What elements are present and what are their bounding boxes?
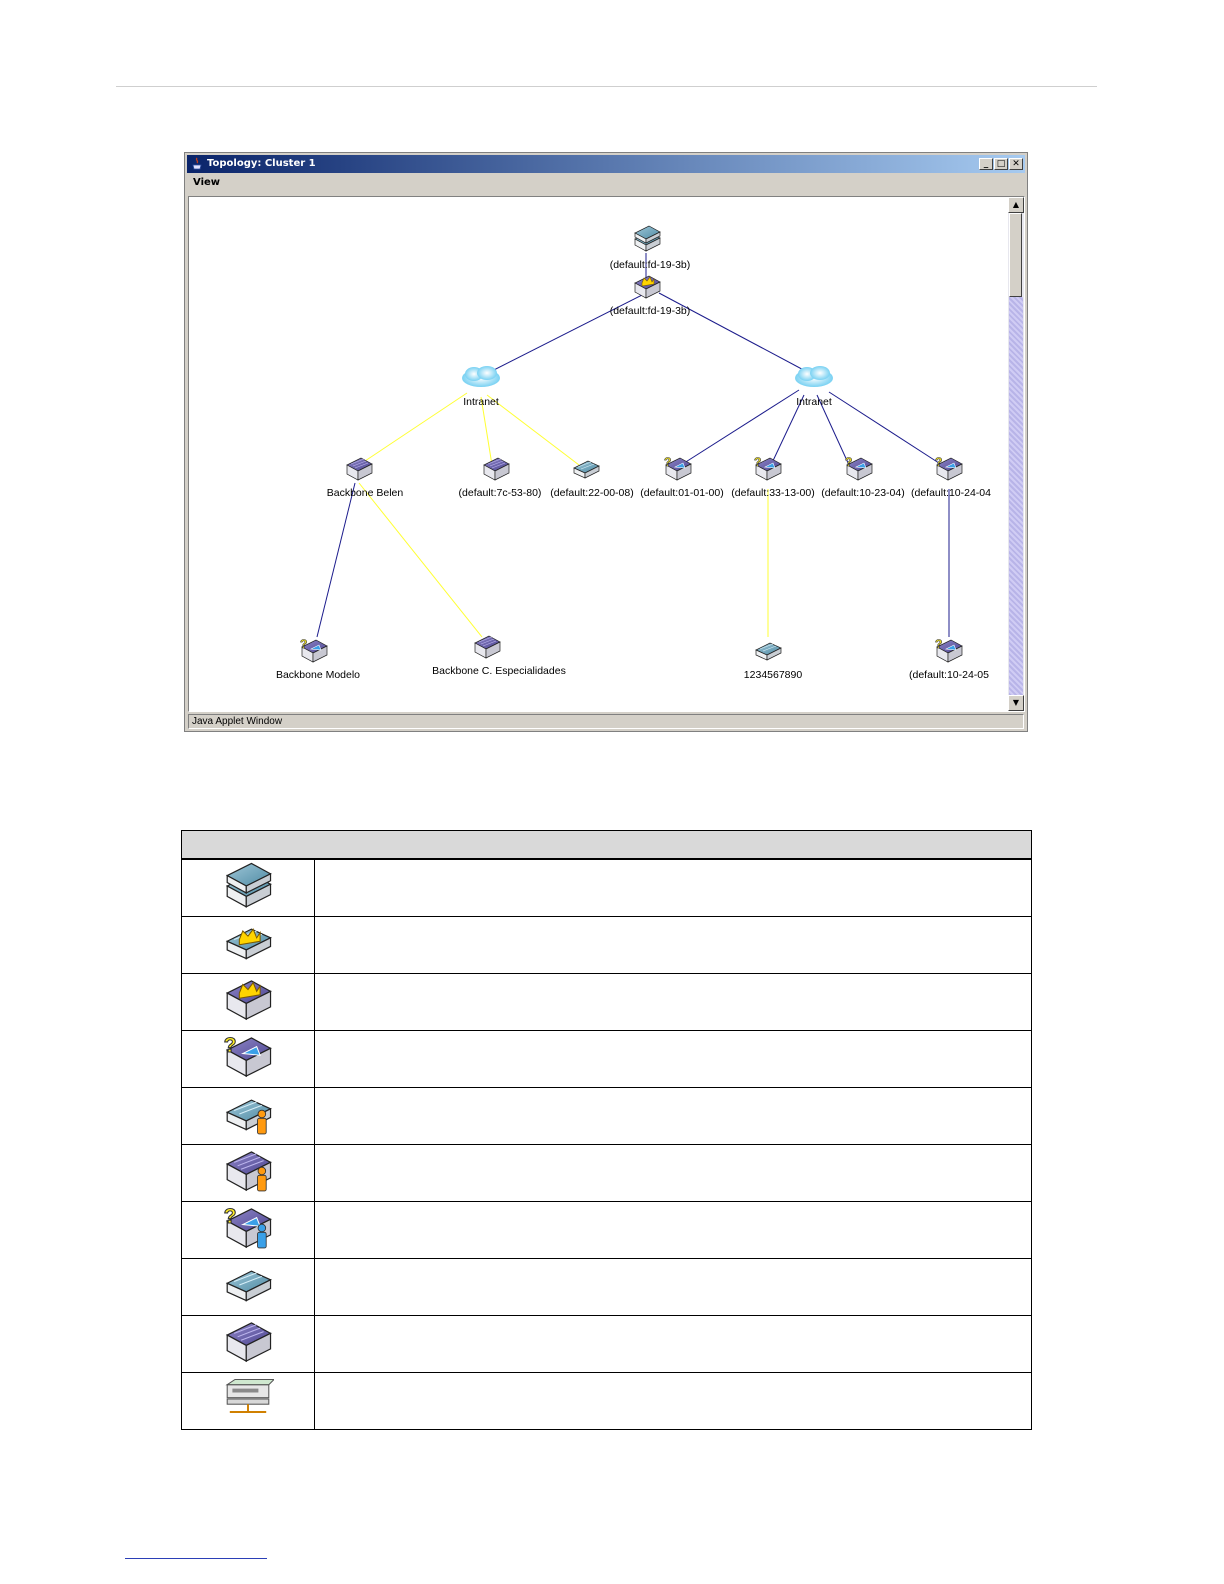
candidate-switch-icon <box>222 1032 274 1082</box>
node-label: (default:22-00-08) <box>550 487 633 499</box>
legend-description <box>314 1087 1032 1145</box>
legend-description <box>314 916 1032 974</box>
node-label: (default:10-24-04 <box>911 487 991 499</box>
node-10-23-04[interactable]: (default:10-23-04) <box>821 455 905 499</box>
node-label: Intranet <box>463 396 499 408</box>
node-label: Backbone Modelo <box>276 669 360 681</box>
layer2-commander-switch-icon <box>222 928 274 968</box>
scroll-up-icon: ▲ <box>1012 200 1020 209</box>
legend-description <box>314 1372 1032 1430</box>
legend-icon-cell <box>181 1258 315 1316</box>
node-label: (default:10-24-05 <box>909 669 989 681</box>
end-node-icon <box>225 1378 276 1413</box>
vertical-scrollbar[interactable]: ▲ ▼ <box>1008 197 1024 711</box>
legend-description <box>314 1201 1032 1259</box>
close-button[interactable]: ✕ <box>1009 158 1023 170</box>
node-backbone-belen[interactable]: Backbone Belen <box>327 457 404 499</box>
node-7c-53-80[interactable]: (default:7c-53-80) <box>459 457 542 499</box>
window-title: Topology: Cluster 1 <box>207 158 316 169</box>
status-bar: Java Applet Window <box>188 714 1024 729</box>
node-10-24-05[interactable]: (default:10-24-05 <box>909 637 989 681</box>
table-row <box>181 858 1032 917</box>
legend-description <box>314 1258 1032 1316</box>
table-row <box>181 1315 1032 1373</box>
legend-description <box>314 973 1032 1031</box>
scroll-up-button[interactable]: ▲ <box>1008 197 1024 213</box>
node-label: (default:fd-19-3b) <box>610 305 691 317</box>
legend-description <box>314 1315 1032 1373</box>
table-row <box>181 1144 1032 1202</box>
icon-legend-table <box>181 830 1032 1430</box>
scroll-down-icon: ▼ <box>1012 698 1020 707</box>
legend-description <box>314 858 1032 917</box>
node-label: (default:10-23-04) <box>821 487 904 499</box>
maximize-button[interactable]: □ <box>994 158 1008 170</box>
node-33-13-00[interactable]: (default:33-13-00) <box>731 455 815 499</box>
topology-graph: ? <box>276 225 991 681</box>
topology-links <box>316 253 950 638</box>
table-row <box>181 1201 1032 1259</box>
table-row <box>181 1087 1032 1145</box>
node-backbone-modelo[interactable]: Backbone Modelo <box>276 637 360 681</box>
menu-bar: View <box>187 174 1025 194</box>
table-row <box>181 916 1032 974</box>
scroll-track[interactable] <box>1009 297 1023 695</box>
node-cloud-right[interactable]: Intranet <box>795 366 833 408</box>
node-1234567890[interactable]: 1234567890 <box>744 642 803 681</box>
layer2-member-switch-icon <box>222 1089 274 1135</box>
legend-description <box>314 1030 1032 1088</box>
node-label: (default:fd-19-3b) <box>610 259 691 271</box>
maximize-icon: □ <box>996 159 1006 169</box>
node-label: Intranet <box>796 396 832 408</box>
menu-view[interactable]: View <box>193 177 221 188</box>
node-top-commander[interactable]: (default:fd-19-3b) <box>610 275 691 317</box>
node-label: Backbone C. Especialidades <box>432 665 566 677</box>
legend-description <box>314 1144 1032 1202</box>
legend-icon-cell <box>181 1201 315 1259</box>
title-bar[interactable]: Topology: Cluster 1 _ □ ✕ <box>187 155 1025 173</box>
layer3-commander-switch-icon <box>222 975 274 1025</box>
legend-icon-cell <box>181 916 315 974</box>
page-header-rule <box>116 86 1097 87</box>
node-label: (default:33-13-00) <box>731 487 814 499</box>
node-label: (default:01-01-00) <box>640 487 723 499</box>
table-row <box>181 1372 1032 1430</box>
java-icon <box>192 157 202 170</box>
node-label: Backbone Belen <box>327 487 404 499</box>
footer-link-underline[interactable] <box>125 1558 267 1559</box>
node-22-00-08[interactable]: (default:22-00-08) <box>550 460 634 499</box>
layer3-member-switch-icon <box>222 1146 274 1192</box>
close-icon: ✕ <box>1012 159 1020 169</box>
node-10-24-04[interactable]: (default:10-24-04 <box>911 455 991 499</box>
node-01-01-00[interactable]: (default:01-01-00) <box>640 455 724 499</box>
minimize-icon: _ <box>983 159 989 169</box>
legend-icon-cell <box>181 1315 315 1373</box>
node-backbone-especialidades[interactable]: Backbone C. Especialidades <box>432 635 566 677</box>
layer3-switch-icon <box>222 1317 274 1367</box>
legend-header <box>181 830 1032 860</box>
layer2-switch-icon <box>222 1260 274 1310</box>
node-cloud-left[interactable]: Intranet <box>462 366 500 408</box>
table-row <box>181 1258 1032 1316</box>
node-top-stack[interactable]: (default:fd-19-3b) <box>610 225 691 271</box>
legend-icon-cell <box>181 1144 315 1202</box>
table-row <box>181 1030 1032 1088</box>
switch-group-icon <box>222 861 274 911</box>
legend-icon-cell <box>181 1030 315 1088</box>
legend-icon-cell <box>181 1087 315 1145</box>
scroll-down-button[interactable]: ▼ <box>1008 695 1024 711</box>
minimize-button[interactable]: _ <box>979 158 993 170</box>
topology-canvas[interactable]: ? <box>188 196 1025 712</box>
node-label: 1234567890 <box>744 669 803 681</box>
legend-icon-cell <box>181 858 315 917</box>
scroll-thumb[interactable] <box>1009 213 1022 297</box>
table-row <box>181 973 1032 1031</box>
node-label: (default:7c-53-80) <box>459 487 542 499</box>
legend-icon-cell <box>181 1372 315 1430</box>
candidate-member-switch-icon <box>222 1203 274 1249</box>
topology-window: Topology: Cluster 1 _ □ ✕ View <box>184 152 1028 732</box>
legend-icon-cell <box>181 973 315 1031</box>
